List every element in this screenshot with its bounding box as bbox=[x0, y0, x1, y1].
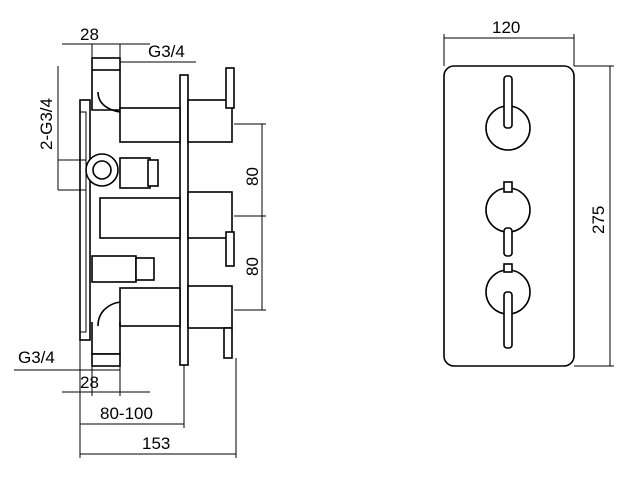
dim-spacing-upper-label: 80 bbox=[243, 167, 262, 186]
bottom-outlet-elbow bbox=[97, 301, 121, 327]
cover-plate-side bbox=[179, 74, 189, 366]
bottom-lever bbox=[223, 327, 233, 359]
middle-cartridge-body bbox=[99, 197, 181, 239]
middle-lever bbox=[225, 231, 235, 267]
dim-left-thread-label: 2-G3/4 bbox=[37, 98, 56, 150]
middle-knob-lever bbox=[503, 227, 513, 257]
dim-top-width-label: 28 bbox=[80, 25, 99, 44]
middle-knob-top-stub bbox=[503, 181, 513, 193]
bottom-cartridge-body bbox=[119, 287, 181, 327]
bottom-handle-knob bbox=[187, 285, 233, 329]
bottom-knob-top-stub bbox=[503, 263, 513, 273]
bottom-knob-lever bbox=[503, 291, 513, 349]
side-view: 28 G3/4 2-G3/4 80 80 bbox=[14, 25, 266, 458]
dim-left-thread: 2-G3/4 bbox=[37, 66, 86, 191]
top-inlet-nut bbox=[91, 57, 121, 71]
dim-spacing-lower-label: 80 bbox=[243, 257, 262, 276]
dim-total-depth: 153 bbox=[80, 358, 237, 458]
left-outlet-hole bbox=[92, 160, 112, 180]
top-inlet-pipe bbox=[91, 70, 121, 111]
top-inlet-elbow bbox=[97, 91, 121, 113]
middle-knob-circle bbox=[485, 187, 531, 233]
dim-front-height: 275 bbox=[574, 65, 614, 367]
dim-total-depth-label: 153 bbox=[142, 434, 170, 453]
valve-body-back-box bbox=[79, 99, 91, 341]
dim-bottom-width: 28 bbox=[62, 366, 150, 396]
top-cartridge-body bbox=[119, 107, 181, 143]
dim-spacing-lower: 80 bbox=[234, 216, 266, 311]
upper-connector-block bbox=[119, 157, 151, 189]
dim-bottom-thread: G3/4 bbox=[14, 348, 120, 371]
front-view: 120 275 bbox=[443, 18, 614, 367]
middle-handle-knob bbox=[187, 191, 233, 239]
dim-front-height-label: 275 bbox=[589, 206, 608, 234]
top-handle-knob bbox=[187, 99, 233, 143]
dim-front-width-label: 120 bbox=[492, 18, 520, 37]
top-knob-lever bbox=[503, 75, 513, 129]
lower-connector-cap bbox=[135, 257, 155, 281]
bottom-outlet-pipe bbox=[91, 322, 121, 355]
lower-connector-block bbox=[91, 255, 137, 283]
dim-top-thread: G3/4 bbox=[120, 42, 196, 63]
dim-top-width: 28 bbox=[62, 25, 150, 58]
dim-depth-range: 80-100 bbox=[79, 340, 185, 458]
valve-body-inner-edge bbox=[79, 111, 87, 333]
dim-bottom-thread-label: G3/4 bbox=[18, 348, 55, 367]
dim-spacing-upper: 80 bbox=[234, 123, 266, 217]
dim-depth-range-label: 80-100 bbox=[100, 404, 153, 423]
top-lever bbox=[225, 67, 235, 109]
bottom-outlet-nut bbox=[91, 353, 121, 367]
upper-connector-cap bbox=[147, 159, 159, 187]
dim-bottom-width-label: 28 bbox=[80, 373, 99, 392]
dim-top-thread-label: G3/4 bbox=[148, 42, 185, 61]
dim-front-width: 120 bbox=[443, 18, 575, 66]
